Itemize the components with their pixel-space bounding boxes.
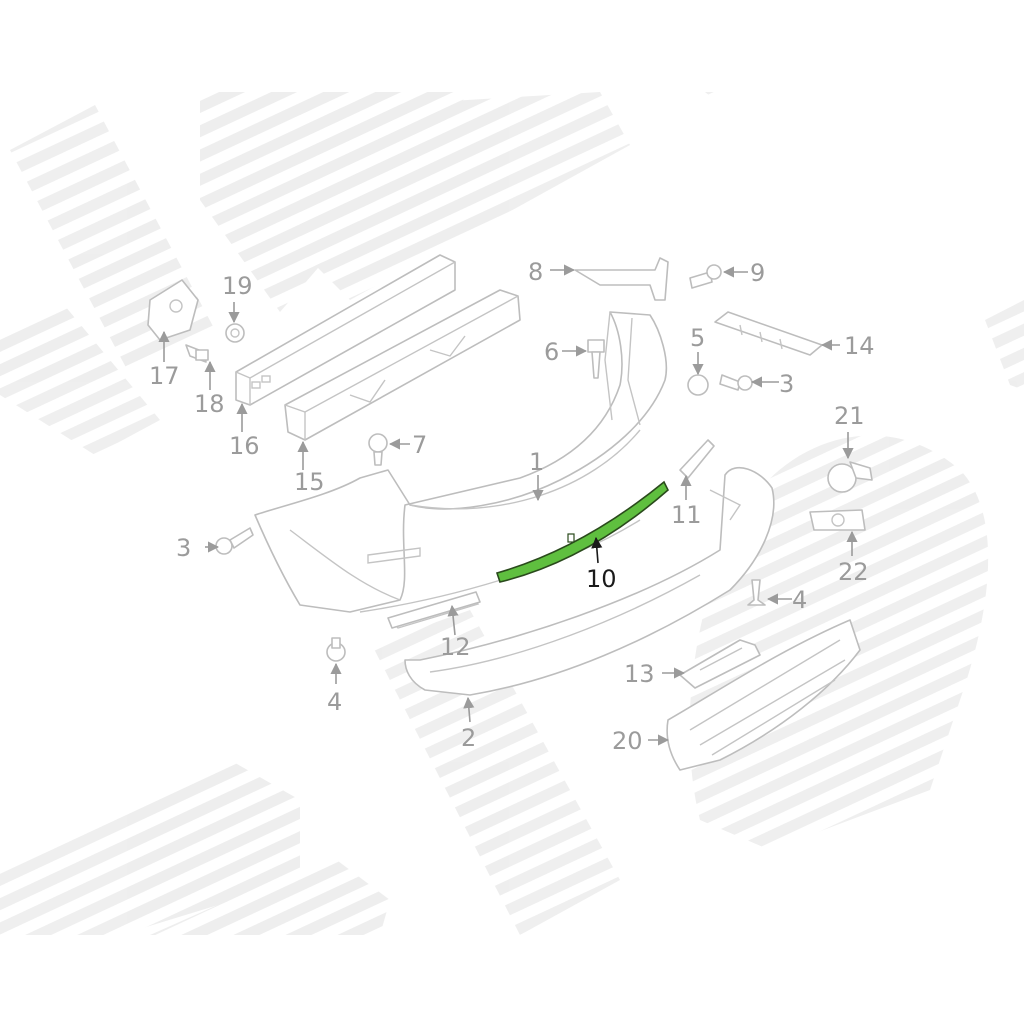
part-18-bolt [185, 344, 209, 363]
callout-10: 10 [586, 565, 617, 593]
part-3-screw-right [719, 374, 753, 391]
part-6-screw [587, 339, 605, 379]
leader-lines [158, 264, 858, 746]
part-4-clip-left [326, 637, 346, 662]
part-14-bracket [714, 311, 823, 356]
part-15-absorber [284, 289, 521, 441]
callout-8: 8 [528, 258, 543, 286]
callout-15: 15 [294, 468, 325, 496]
callout-13: 13 [624, 660, 655, 688]
callout-20: 20 [612, 727, 643, 755]
callout-12: 12 [440, 633, 471, 661]
callout-2: 2 [461, 724, 476, 752]
callout-18: 18 [194, 390, 225, 418]
part-4-clip-right [747, 579, 766, 606]
part-11-strip [679, 439, 715, 479]
callout-17: 17 [149, 362, 180, 390]
callout-22: 22 [838, 558, 869, 586]
part-3-screw-left [215, 527, 254, 555]
part-12-reflector [387, 591, 481, 629]
callout-labels: 1 2 3 3 4 4 5 6 7 8 9 10 11 12 13 14 15 … [149, 258, 875, 755]
watermark [0, 92, 1024, 935]
part-22-sensor-holder [809, 509, 866, 531]
part-16-reinforcement-bar [235, 254, 456, 406]
part-7-clip [368, 433, 388, 466]
callout-16: 16 [229, 432, 260, 460]
callout-5: 5 [690, 324, 705, 352]
callout-19: 19 [222, 272, 253, 300]
part-10-trim-strip-highlighted[interactable] [495, 480, 669, 583]
callout-7: 7 [412, 431, 427, 459]
part-8-bracket [574, 257, 669, 301]
callout-1: 1 [529, 448, 544, 476]
part-21-park-sensor [827, 461, 873, 493]
part-2-lower-panel [404, 466, 775, 696]
callout-11: 11 [671, 501, 702, 529]
callout-14: 14 [844, 332, 875, 360]
callout-4-right: 4 [792, 586, 807, 614]
part-5-clip [687, 374, 709, 396]
callout-9: 9 [750, 259, 765, 287]
part-17-bracket [147, 279, 199, 341]
part-1-bumper-cover [254, 311, 668, 629]
callout-6: 6 [544, 338, 559, 366]
callout-21: 21 [834, 402, 865, 430]
callout-3-left: 3 [176, 534, 191, 562]
part-9-bolt [689, 264, 722, 289]
callout-3-right: 3 [779, 370, 794, 398]
part-19-nut [225, 323, 245, 343]
callout-4-left: 4 [327, 688, 342, 716]
part-20-under-tray [666, 619, 861, 771]
part-13-bracket [679, 639, 761, 689]
